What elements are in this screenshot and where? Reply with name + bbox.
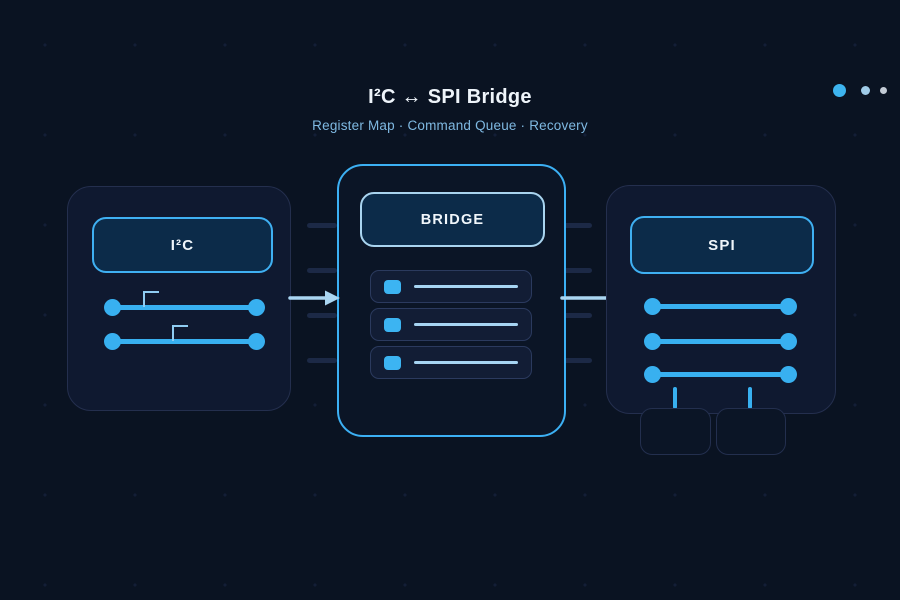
i2c-bus-endpoint xyxy=(247,332,265,350)
page-subtitle: Register Map · Command Queue · Recovery xyxy=(312,118,588,133)
spi-bus-endpoint xyxy=(779,332,797,350)
clock-edge-icon xyxy=(172,325,188,341)
bridge-pin xyxy=(307,222,337,228)
bridge-label: BRIDGE xyxy=(420,211,485,228)
clock-edge-icon xyxy=(143,291,159,307)
bridge-pin xyxy=(307,267,337,273)
bridge-pin xyxy=(307,357,337,363)
queue-chip-icon xyxy=(384,279,401,294)
spi-bus-endpoint xyxy=(643,365,661,383)
i2c-bus-line xyxy=(112,304,256,310)
i2c-bus-endpoint xyxy=(247,298,265,316)
bridge-label-pill: BRIDGE xyxy=(360,192,545,247)
chip-select-line xyxy=(748,387,752,409)
spi-bus-endpoint xyxy=(779,297,797,315)
spi-bus-endpoint xyxy=(643,332,661,350)
i2c-bus-endpoint xyxy=(103,298,121,316)
queue-bar xyxy=(414,361,518,364)
bridge-pin xyxy=(562,267,592,273)
i2c-label-pill: I²C xyxy=(92,217,273,273)
spi-peripheral-box xyxy=(716,408,786,455)
queue-bar xyxy=(414,285,518,288)
page-title: I²C ↔ SPI Bridge xyxy=(368,86,532,108)
i2c-bus-line xyxy=(112,338,256,344)
i2c-label: I²C xyxy=(170,236,195,254)
bridge-pin xyxy=(562,222,592,228)
queue-row xyxy=(370,346,532,379)
queue-chip-icon xyxy=(384,355,401,370)
i2c-bus-endpoint xyxy=(103,332,121,350)
queue-row xyxy=(370,308,532,341)
queue-bar xyxy=(414,323,518,326)
spi-bus-endpoint xyxy=(643,297,661,315)
spi-peripheral-box xyxy=(640,408,711,455)
chip-select-line xyxy=(673,387,677,409)
deco-dot-small-icon xyxy=(880,87,887,94)
spi-bus-line xyxy=(652,303,788,309)
bridge-pin xyxy=(307,312,337,318)
queue-row xyxy=(370,270,532,303)
i2c-to-bridge-arrow-icon xyxy=(288,290,340,306)
spi-bus-line xyxy=(652,371,788,377)
deco-dot-medium-icon xyxy=(861,86,870,95)
queue-chip-icon xyxy=(384,317,401,332)
spi-bus-line xyxy=(652,338,788,344)
spi-label: SPI xyxy=(708,236,736,254)
bridge-pin xyxy=(562,312,592,318)
deco-dot-large-icon xyxy=(833,84,846,97)
spi-label-pill: SPI xyxy=(630,216,814,274)
bridge-pin xyxy=(562,357,592,363)
spi-bus-endpoint xyxy=(779,365,797,383)
